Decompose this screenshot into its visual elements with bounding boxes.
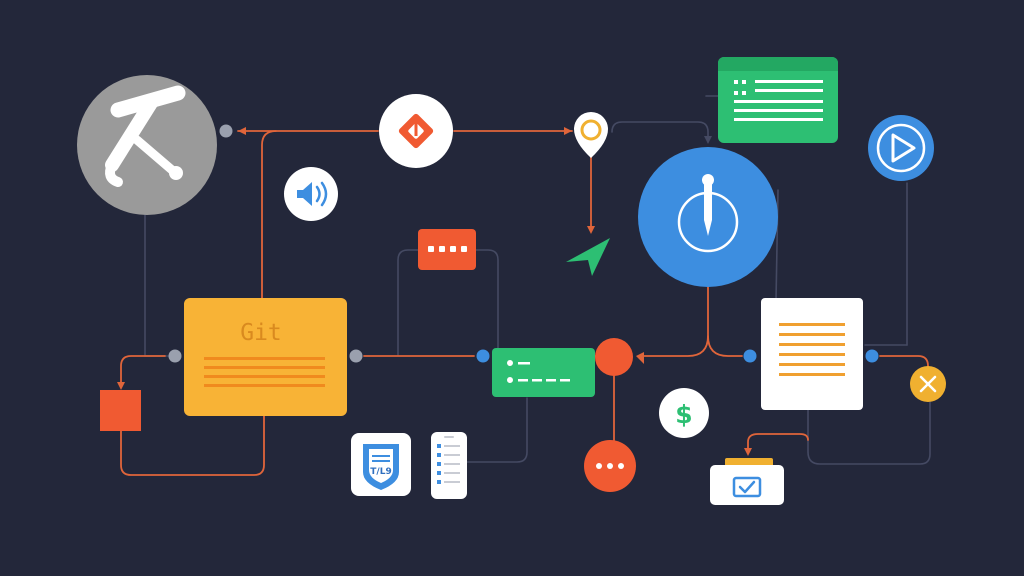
connector-line	[747, 433, 809, 453]
dollar-icon: $	[675, 400, 692, 429]
arrowhead	[704, 136, 712, 144]
folder-check-icon	[732, 476, 762, 498]
connector-line	[611, 121, 709, 143]
connector-dot	[476, 349, 490, 363]
connector-line	[120, 415, 265, 476]
connector-line	[261, 130, 277, 301]
terminal-card[interactable]	[718, 57, 838, 143]
connector-dot	[743, 349, 757, 363]
speaker-icon	[297, 181, 328, 207]
git-diamond-icon	[398, 113, 434, 149]
git-diamond-node[interactable]	[379, 94, 453, 168]
play-icon	[891, 133, 916, 163]
orange-square-node[interactable]	[100, 390, 141, 431]
phone-checklist-icon	[437, 444, 460, 484]
navigation-arrow-icon[interactable]	[566, 238, 610, 276]
phone-checklist-card[interactable]	[431, 432, 467, 499]
arrowhead	[744, 448, 752, 456]
list-bar-node[interactable]	[492, 348, 595, 397]
shield-card[interactable]: T/L9	[351, 433, 411, 496]
hammer-icon	[105, 85, 186, 187]
arrowhead	[238, 127, 246, 135]
more-dots-icon	[428, 246, 467, 252]
arrowhead	[587, 226, 595, 234]
joystick-icon	[677, 174, 739, 253]
git-card[interactable]: Git	[184, 298, 347, 416]
git-card-title: Git	[240, 320, 282, 346]
arrowhead	[564, 127, 572, 135]
git-card-lines	[204, 357, 325, 387]
arrowhead	[117, 382, 125, 390]
connector-line	[465, 397, 528, 463]
connector-line	[475, 249, 499, 357]
dollar-node[interactable]: $	[659, 388, 709, 438]
more-dots-icon	[596, 463, 624, 469]
document-card[interactable]	[761, 298, 863, 410]
terminal-icon	[734, 80, 823, 121]
joystick-node[interactable]	[638, 147, 778, 287]
red-circle-node[interactable]	[595, 338, 633, 376]
connector-line	[120, 355, 166, 385]
folder-check-node[interactable]	[710, 458, 784, 505]
connector-line	[639, 286, 709, 357]
connector-dot	[168, 349, 182, 363]
connector-line	[397, 249, 419, 356]
hammer-node[interactable]	[77, 75, 217, 215]
close-button[interactable]	[910, 366, 946, 402]
connector-line	[807, 399, 931, 465]
connector-dot	[865, 349, 879, 363]
connector-dots	[168, 124, 879, 363]
more-button[interactable]	[584, 440, 636, 492]
connector-dot	[219, 124, 233, 138]
shield-icon: T/L9	[363, 444, 399, 490]
shield-label: T/L9	[370, 467, 391, 477]
connector-dot	[349, 349, 363, 363]
connectors	[117, 95, 931, 476]
close-icon	[919, 375, 937, 393]
list-bar-lines	[507, 360, 570, 383]
speaker-node[interactable]	[284, 167, 338, 221]
document-lines	[779, 323, 845, 376]
connector-line	[879, 355, 929, 371]
menu-dots-button[interactable]	[418, 229, 476, 270]
connector-line	[707, 335, 743, 357]
play-button[interactable]	[868, 115, 934, 181]
map-pin-icon[interactable]	[574, 112, 608, 158]
arrowhead	[636, 352, 644, 364]
